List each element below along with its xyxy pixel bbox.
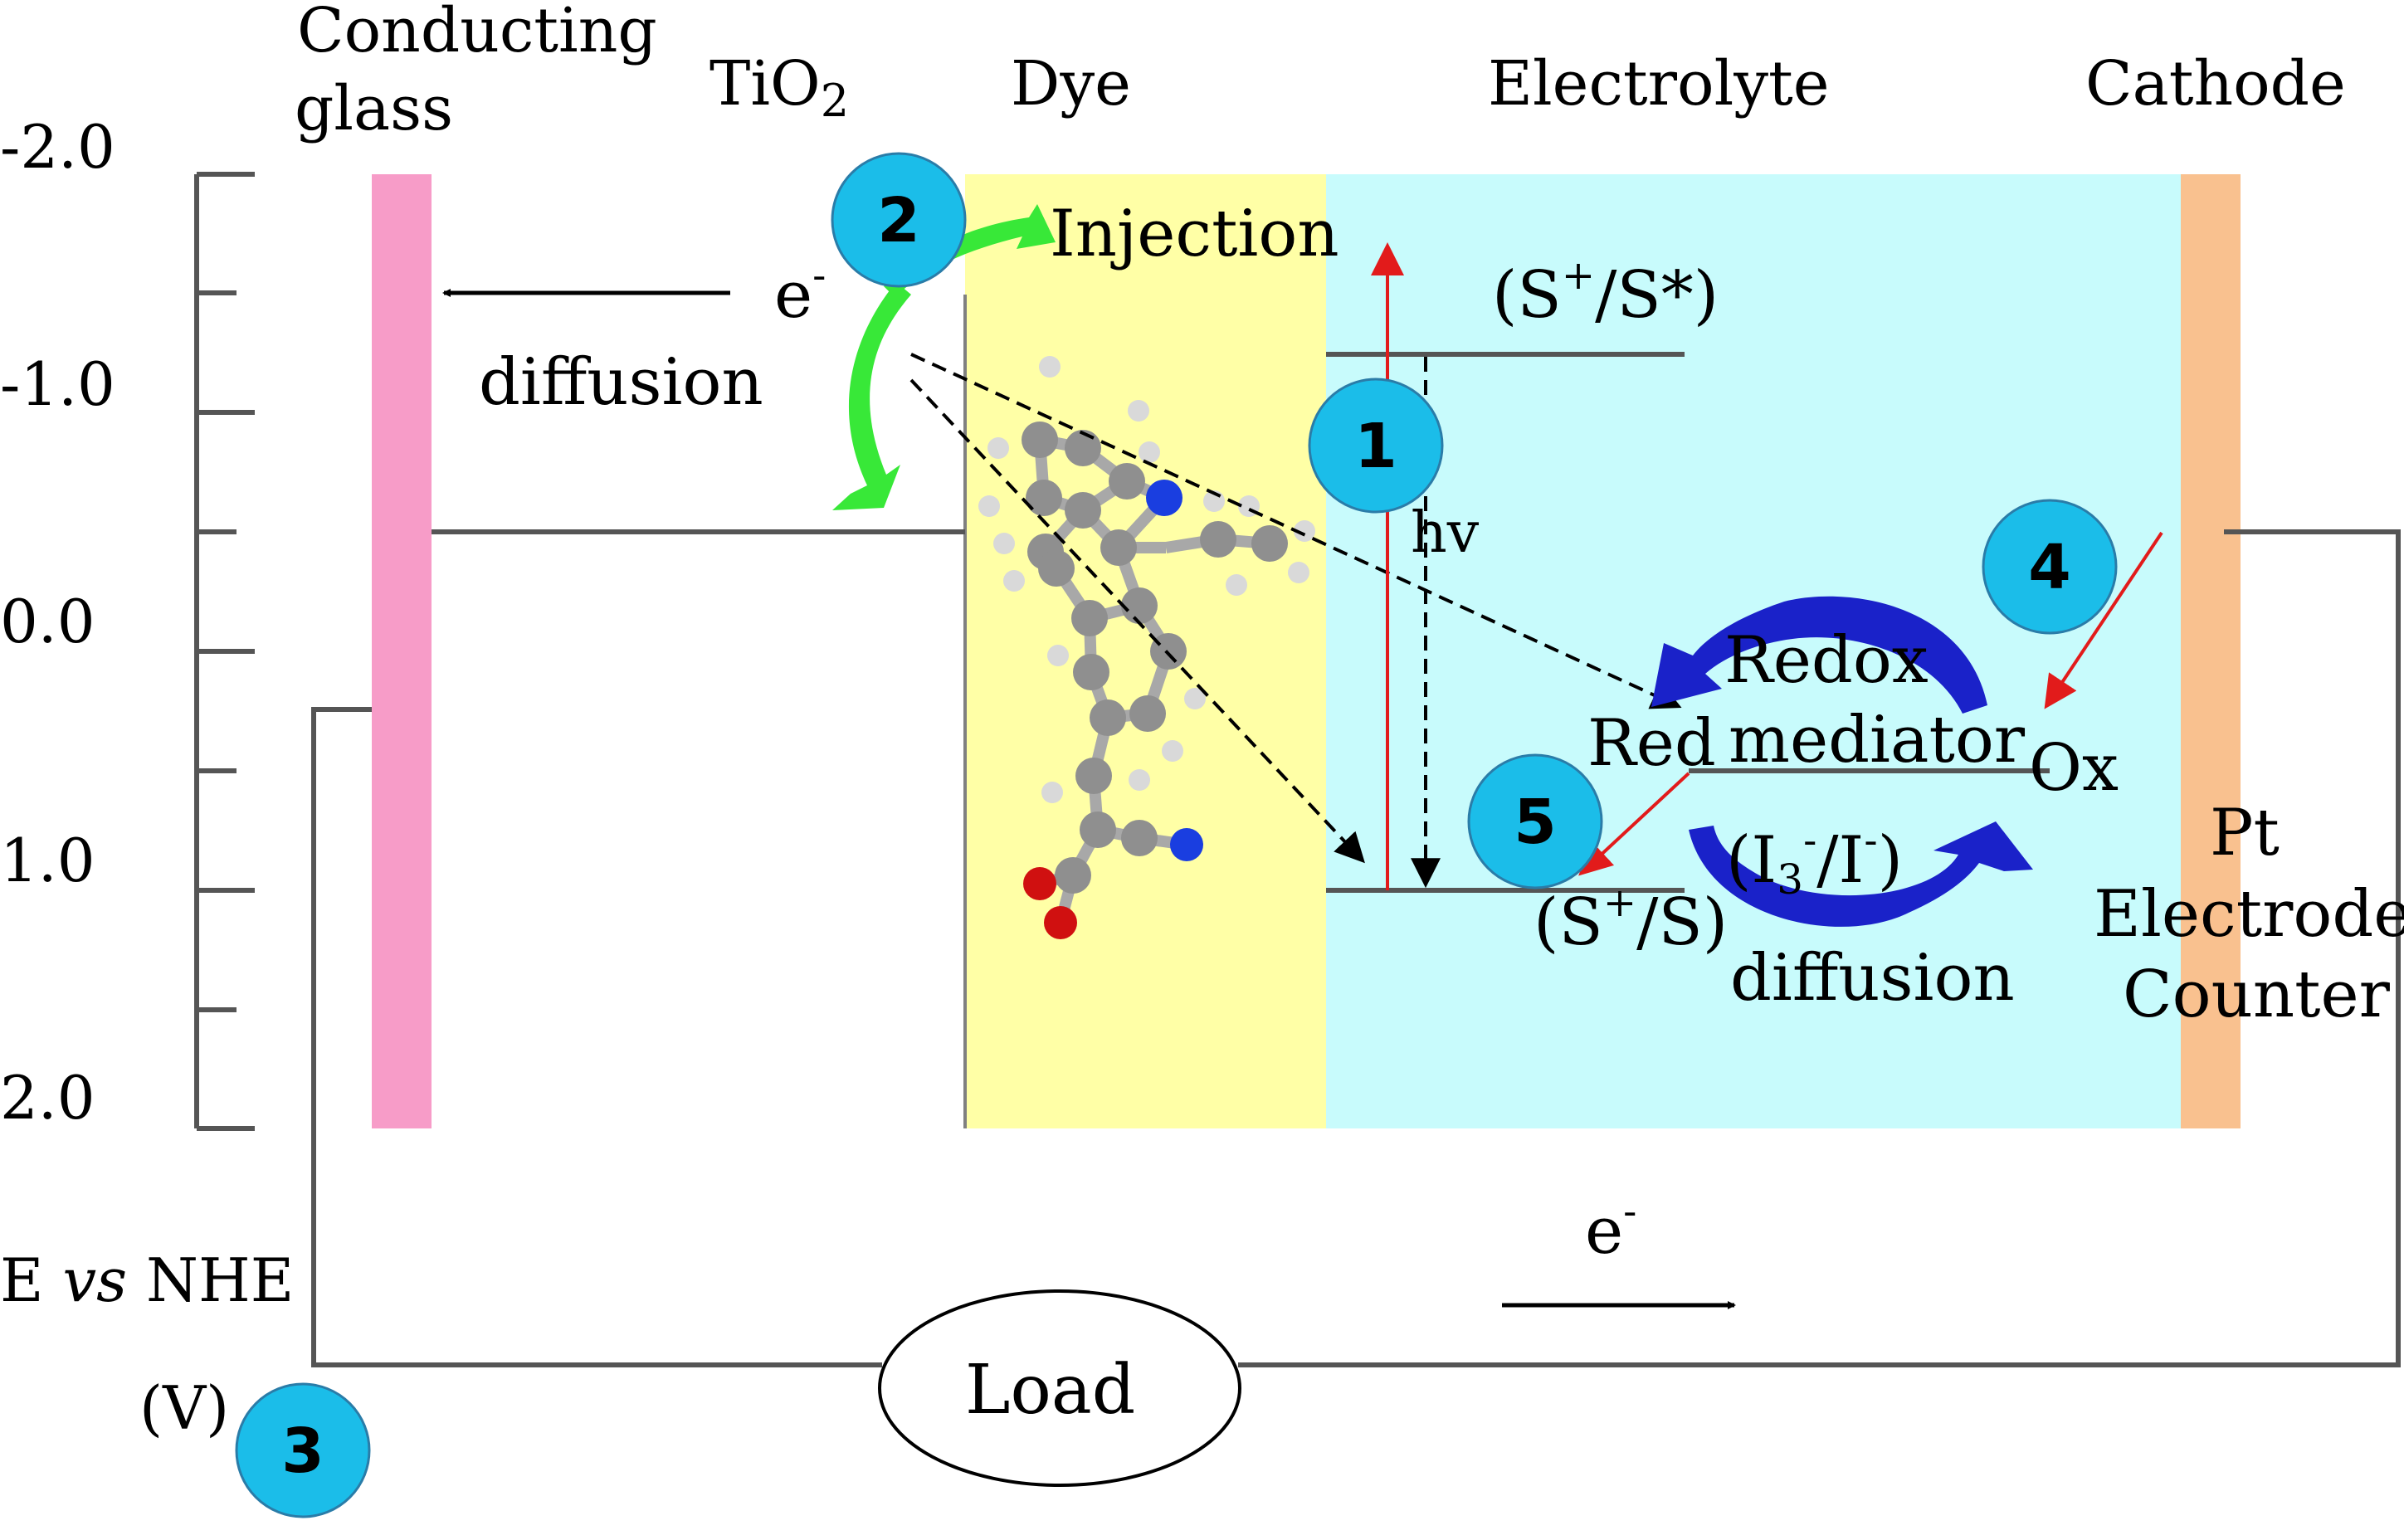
dye-molecule — [978, 356, 1315, 939]
step-1-circle: 1 — [1308, 378, 1444, 514]
axis-unit: (V) — [139, 1373, 229, 1443]
step-3-circle: 3 — [235, 1382, 371, 1518]
electron-label: e- — [774, 252, 826, 333]
svg-text:3: 3 — [281, 1416, 324, 1487]
header-glass: glass — [295, 73, 453, 144]
redox-arrow-upper — [1651, 596, 1987, 714]
axis-tick-0: 0.0 — [0, 587, 95, 656]
svg-text:1: 1 — [1354, 411, 1397, 482]
step-2-circle: 2 — [831, 152, 967, 288]
hv-label: hv — [1411, 500, 1480, 566]
ground-state-label: (S+/S) — [1534, 880, 1728, 960]
excited-state-label: (S+/S*) — [1492, 252, 1719, 333]
redox-label: Redox — [1724, 623, 1929, 698]
step-5-circle: 5 — [1467, 753, 1603, 889]
red-label: Red — [1587, 706, 1716, 781]
axis-tick-minus-1: -1.0 — [0, 349, 115, 419]
pt-label: Pt — [2210, 796, 2280, 870]
header-electrolyte: Electrolyte — [1488, 48, 1830, 119]
header-cathode: Cathode — [2085, 48, 2346, 119]
ox-label: Ox — [2029, 731, 2119, 806]
energy-axis — [194, 172, 255, 1131]
injection-curved-arrow — [832, 282, 911, 510]
diffusion-label-right: diffusion — [1730, 941, 2015, 1016]
redox-arrow-lower — [1689, 821, 2033, 927]
header-dye: Dye — [1011, 48, 1131, 119]
electron-bottom-label: e- — [1585, 1188, 1636, 1269]
step-4-circle: 4 — [1982, 499, 2118, 635]
redox-couple-label: (I3-/I-) — [1726, 817, 1903, 904]
electrolyte-region — [1326, 174, 2181, 1128]
external-circuit — [311, 529, 2401, 1367]
svg-text:2: 2 — [877, 185, 920, 256]
axis-tick-minus-2: -2.0 — [0, 112, 115, 182]
electrode-label: Electrode — [2094, 877, 2404, 952]
svg-text:5: 5 — [1514, 787, 1557, 858]
header-tio2: TiO2 — [709, 48, 849, 127]
counter-label: Counter — [2123, 958, 2391, 1032]
injection-arrow — [884, 204, 1056, 297]
diffusion-label-left: diffusion — [479, 345, 763, 420]
regeneration-arrow — [1578, 772, 1690, 876]
conducting-glass-bar — [372, 174, 432, 1128]
axis-tick-2: 2.0 — [0, 1063, 95, 1133]
axis-tick-1: 1.0 — [0, 826, 95, 895]
cathode-reduction-arrow — [2044, 531, 2163, 709]
header-conducting: Conducting — [297, 0, 657, 66]
mediator-label: mediator — [1729, 703, 2026, 777]
load-ellipse — [878, 1289, 1241, 1487]
axis-label: E vs NHE — [0, 1245, 294, 1315]
dye-region — [965, 174, 1326, 1128]
svg-text:4: 4 — [2028, 532, 2071, 603]
injection-label: Injection — [1050, 197, 1339, 271]
recombination-dashed-lines — [909, 353, 1682, 889]
cathode-bar — [2181, 174, 2241, 1128]
load-label: Load — [965, 1351, 1135, 1430]
